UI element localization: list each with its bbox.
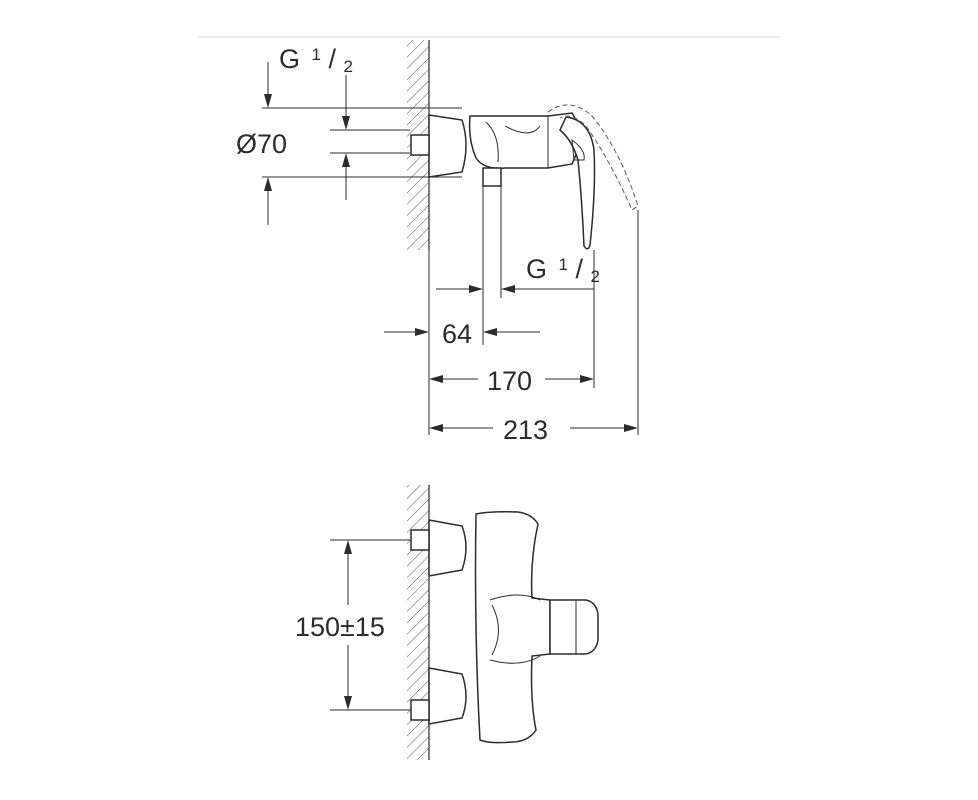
front-view: 150±15 [295, 485, 599, 760]
arrow [483, 328, 497, 336]
diameter-label: Ø70 [236, 129, 287, 159]
lever-handle [559, 116, 596, 250]
arrow [429, 375, 443, 383]
thread-top-label: G 1 / 2 [279, 36, 353, 76]
lower-pipe-stub [410, 699, 430, 721]
arrow [344, 696, 352, 710]
center-distance-label: 150±15 [295, 612, 385, 642]
thread-outlet-label: G 1 / 2 [526, 246, 600, 286]
arrow [264, 177, 272, 191]
arrow [429, 424, 443, 432]
arrow [624, 424, 638, 432]
mixer-body-front [474, 511, 551, 744]
arrow [344, 540, 352, 554]
depth-213-label: 213 [503, 415, 548, 445]
upper-connection-nut [428, 519, 467, 577]
body-ornament-2 [489, 655, 541, 664]
arrow [415, 328, 429, 336]
arrow [342, 116, 350, 130]
lever-front [549, 599, 599, 655]
lever-highlight [571, 138, 585, 161]
body-contour [485, 121, 499, 163]
depth-64-label: 64 [442, 319, 472, 349]
upper-pipe-stub [410, 529, 430, 551]
arrow [580, 375, 594, 383]
wall-hatching-bottom [407, 485, 429, 760]
arrow [264, 94, 272, 108]
lever-alt-position [547, 104, 639, 211]
arrow [501, 285, 515, 293]
lower-connection-nut [428, 667, 467, 725]
side-view: G 1 / 2 Ø70 G 1 / 2 64 170 213 [236, 36, 639, 445]
outlet-stub [482, 167, 502, 187]
body-contour-2 [504, 125, 541, 134]
depth-170-label: 170 [487, 366, 532, 396]
arrow [342, 153, 350, 167]
body-ornament-3 [491, 604, 499, 656]
connection-nut [428, 114, 467, 178]
pipe-stub-side [410, 134, 430, 156]
mixer-body-side [468, 112, 580, 170]
arrow [469, 285, 483, 293]
body-ornament-1 [489, 594, 541, 601]
